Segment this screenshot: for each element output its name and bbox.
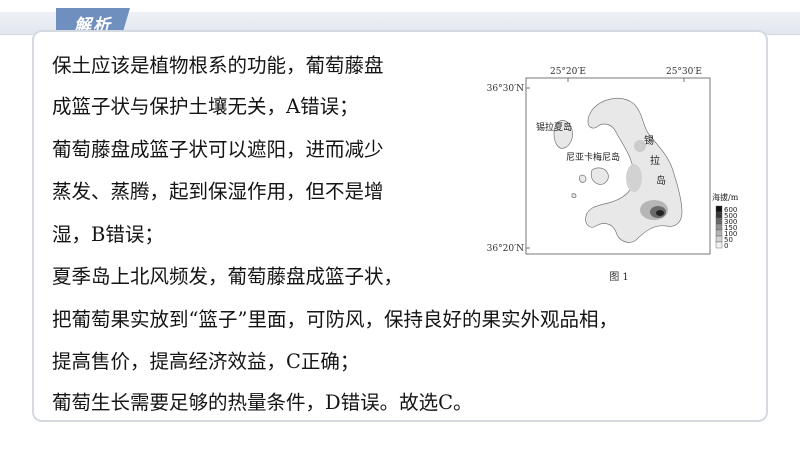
label-nea-kameni: 尼亚卡梅尼岛 [566, 151, 620, 163]
legend-value-100: 100 [724, 230, 737, 238]
thirasia-island [553, 120, 573, 149]
label-thira-3: 岛 [656, 174, 666, 187]
figure-caption: 图 1 [609, 272, 629, 283]
legend-title: 海拔/m [712, 192, 739, 202]
elevation-legend: 600 500 300 150 100 50 0 [715, 205, 737, 250]
legend-value-300: 300 [724, 218, 737, 226]
text-line-1: 保土应该是植物根系的功能，葡萄藤盘 [52, 54, 384, 77]
legend-swatch-100 [715, 229, 723, 237]
legend-value-50: 50 [724, 236, 733, 244]
legend-swatch-600 [715, 205, 723, 213]
text-line-4: 蒸发、蒸腾，起到保湿作用，但不是增 [52, 180, 384, 203]
text-line-2: 成篮子状与保护土壤无关，A错误； [52, 95, 359, 118]
lat-label-1: 36°30′N [487, 84, 524, 94]
legend-swatch-0 [715, 241, 723, 249]
santorini-map-figure: 25°20′E 25°30′E 36°30′N 36°20′N 锡拉夏岛 尼亚卡… [484, 62, 756, 284]
text-line-6: 夏季岛上北风频发，葡萄藤盘成篮子状， [52, 265, 404, 288]
lon-label-1: 25°20′E [550, 67, 586, 77]
legend-value-600: 600 [724, 206, 737, 214]
text-line-9: 葡萄生长需要足够的热量条件，D错误。故选C。 [52, 391, 473, 414]
legend-swatch-300 [715, 217, 723, 225]
legend-swatch-150 [715, 223, 723, 231]
legend-value-150: 150 [724, 224, 737, 232]
nea-kameni-island [590, 167, 609, 185]
text-line-3: 葡萄藤盘成篮子状可以遮阳，进而减少 [52, 138, 384, 161]
legend-value-500: 500 [724, 212, 737, 220]
legend-swatch-50 [715, 235, 723, 243]
lat-label-2: 36°20′N [487, 244, 524, 254]
lon-label-2: 25°30′E [666, 67, 702, 77]
santorini-map: 25°20′E 25°30′E 36°30′N 36°20′N 锡拉夏岛 尼亚卡… [487, 67, 739, 255]
label-thira-2: 拉 [650, 154, 660, 167]
text-line-5: 湿，B错误； [52, 223, 164, 246]
text-line-7: 把葡萄果实放到“篮子”里面，可防风，保持良好的果实外观品相， [52, 308, 618, 331]
text-line-8: 提高售价，提高经济效益，C正确； [52, 350, 360, 373]
legend-value-0: 0 [724, 242, 728, 250]
legend-swatch-500 [715, 211, 723, 219]
label-thirasia: 锡拉夏岛 [536, 121, 572, 133]
palea-kameni-island [578, 174, 587, 183]
label-thira-1: 锡 [644, 134, 654, 147]
